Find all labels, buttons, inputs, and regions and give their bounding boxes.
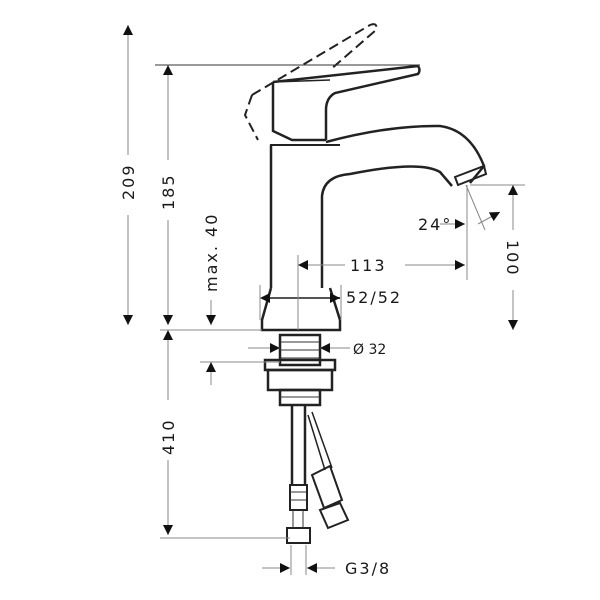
- label-410: 410: [159, 418, 178, 455]
- label-209: 209: [119, 163, 138, 200]
- label-24-degrees: 24°: [418, 215, 452, 234]
- label-100: 100: [503, 240, 522, 277]
- mounting-hardware: [263, 333, 337, 407]
- label-185: 185: [159, 173, 178, 210]
- label-113: 113: [350, 256, 387, 275]
- faucet-body: [243, 23, 488, 332]
- supply-hoses: [286, 405, 350, 544]
- label-diameter-32: Ø 32: [353, 342, 386, 358]
- label-g3-8: G3/8: [345, 559, 391, 578]
- label-max-40: max. 40: [202, 213, 221, 292]
- label-52-52: 52/52: [346, 288, 402, 307]
